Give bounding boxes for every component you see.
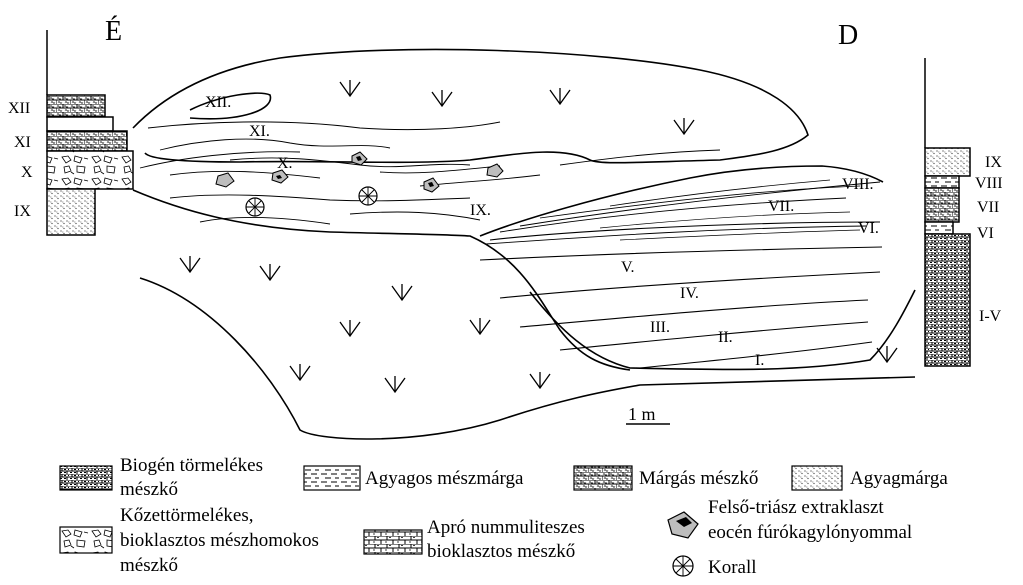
north-col-label-xi: XI [14, 134, 31, 151]
south-layer-vi [925, 222, 953, 234]
south-col-label-ix: IX [985, 154, 1002, 171]
legend-apro-line2: bioklasztos mészkő [427, 541, 575, 562]
legend-korall: Korall [708, 557, 757, 578]
label-i: I. [755, 352, 764, 369]
north-label: É [105, 16, 122, 47]
legend-agyagos: Agyagos mészmárga [365, 468, 524, 489]
section-labels: XII. XI. X. IX. VIII. VII. VI. V. IV. II… [205, 94, 879, 369]
north-column: É XII XI X IX [8, 16, 133, 235]
label-ix: IX. [470, 202, 491, 219]
north-col-label-xii: XII [8, 100, 30, 117]
legend-kozettormelekes-line1: Kőzettörmelékes, [120, 505, 253, 526]
north-layer-xii [47, 95, 105, 117]
label-vi: VI. [858, 220, 879, 237]
north-col-label-ix: IX [14, 203, 31, 220]
legend-apro-line1: Apró nummuliteszes [427, 517, 585, 538]
legend-biogen-line2: mészkő [120, 479, 178, 500]
scale-bar: 1 m [626, 404, 670, 424]
legend-margas: Márgás mészkő [639, 468, 758, 489]
cover-symbols [180, 80, 897, 392]
north-layer-x [47, 151, 133, 189]
south-column: D IX VIII VII VI I-V [838, 20, 1003, 366]
label-iii: III. [650, 319, 670, 336]
north-layer-xi [47, 131, 127, 151]
corals [246, 187, 377, 216]
label-xii: XII. [205, 94, 231, 111]
label-xi: XI. [249, 123, 270, 140]
legend-kozettormelekes-line2: bioklasztos mészhomokos [120, 530, 319, 551]
legend-biogen-line1: Biogén törmelékes [120, 455, 263, 476]
legend-swatch-margas [574, 466, 632, 490]
south-col-label-i-v: I-V [979, 308, 1002, 325]
legend-swatch-agyagmarga [792, 466, 842, 490]
legend-agyagmarga: Agyagmárga [850, 468, 948, 489]
legend-felso-line1: Felső-triász extraklaszt [708, 497, 884, 518]
south-label: D [838, 20, 858, 51]
legend-swatch-apro [364, 530, 422, 554]
south-col-label-viii: VIII [975, 175, 1003, 192]
south-layer-i-v [925, 234, 970, 366]
label-x: X. [277, 155, 293, 172]
north-layer-ix [47, 189, 95, 235]
label-iv: IV. [680, 285, 699, 302]
south-col-label-vii: VII [977, 199, 999, 216]
south-layer-ix [925, 148, 970, 176]
legend-felso-line2: eocén fúrókagylónyommal [708, 522, 912, 543]
north-col-label-x: X [21, 164, 33, 181]
south-layer-viii [925, 176, 959, 188]
legend-swatch-biogen [60, 466, 112, 490]
main-section [133, 49, 915, 439]
south-col-label-vi: VI [977, 225, 994, 242]
label-vii: VII. [768, 198, 794, 215]
label-viii: VIII. [842, 176, 874, 193]
legend-swatch-korall [673, 556, 693, 576]
scale-label: 1 m [628, 404, 656, 424]
legend-swatch-agyagos [304, 466, 360, 490]
south-layer-vii [925, 188, 959, 222]
legend: Biogén törmelékes mészkő Agyagos mészmár… [60, 455, 948, 578]
legend-swatch-kozettormelekes [60, 527, 112, 553]
label-ii: II. [718, 329, 733, 346]
label-v: V. [621, 259, 635, 276]
legend-kozettormelekes-line3: mészkő [120, 555, 178, 576]
